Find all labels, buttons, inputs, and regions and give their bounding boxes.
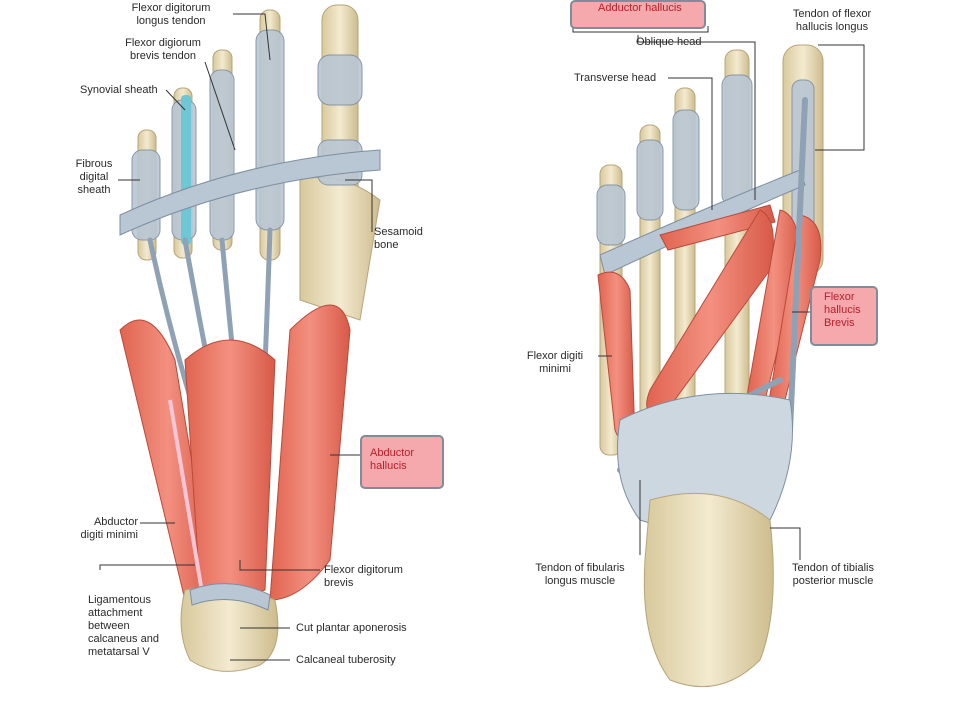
label-abductor-hallucis-highlight: Abductor hallucis <box>360 435 444 489</box>
label-transverse-head: Transverse head <box>574 72 657 84</box>
label-tendon-tibialis-posterior: Tendon of tibialis posterior muscle <box>792 562 874 587</box>
left-foot <box>119 4 381 672</box>
right-calcaneus <box>643 492 774 688</box>
label-flexor-digitorum-longus-tendon: Flexor digitorum longus tendon <box>131 2 211 27</box>
plantar-aponeurosis-cut <box>189 583 271 611</box>
label-fibrous-digital-sheath: Fibrous digital sheath <box>75 158 113 196</box>
label-flexor-digitorum-brevis: Flexor digitorum brevis <box>324 564 403 589</box>
flexor-digitorum-brevis-shape <box>184 339 276 596</box>
label-calcaneal-tuberosity: Calcaneal tuberosity <box>296 654 396 666</box>
label-ligamentous-attachment: Ligamentous attachment between calcaneus… <box>88 594 159 658</box>
label-oblique-head: Oblique head <box>636 36 702 48</box>
right-foot <box>596 44 824 688</box>
label-cut-plantar-aponeurosis: Cut plantar aponerosis <box>296 622 407 634</box>
synovial-sheath-shape <box>181 95 191 245</box>
leader-lines <box>99 13 865 661</box>
label-flexor-digitorum-brevis-tendon: Flexor digiorum brevis tendon <box>125 37 201 62</box>
right-transverse-band <box>599 169 806 276</box>
right-muscles <box>597 204 822 442</box>
label-sesamoid-bone: Sesamoid bone <box>374 226 423 251</box>
left-transverse-band <box>119 149 381 236</box>
label-adductor-hallucis-highlight: Adductor hallucis <box>570 0 706 29</box>
left-muscles <box>119 304 351 606</box>
label-tendon-fibularis-longus: Tendon of fibularis longus muscle <box>535 562 625 587</box>
label-flexor-digiti-minimi: Flexor digiti minimi <box>526 350 584 375</box>
label-tendon-flexor-hallucis-longus: Tendon of flexor hallucis longus <box>792 8 872 33</box>
adductor-transverse-head-shape <box>659 204 776 251</box>
right-tarsal-ligaments <box>617 392 793 531</box>
label-flexor-hallucis-brevis-highlight: Flexor hallucis Brevis <box>810 286 878 346</box>
label-abductor-digiti-minimi: Abductor digiti minimi <box>80 516 138 541</box>
label-synovial-sheath: Synovial sheath <box>80 84 158 96</box>
abductor-hallucis-shape <box>269 304 351 601</box>
adductor-oblique-head-shape <box>646 209 774 421</box>
ligamentous-band <box>168 399 207 611</box>
